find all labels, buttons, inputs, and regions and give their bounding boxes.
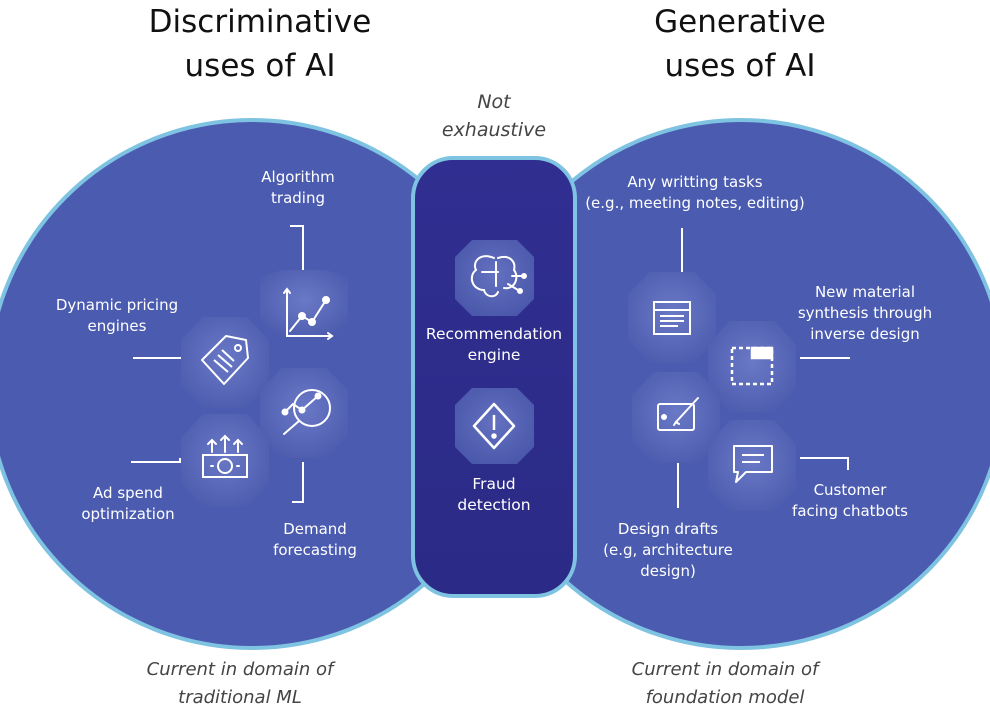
label-chatbots: Customer facing chatbots — [792, 481, 908, 520]
document-icon — [653, 301, 691, 335]
drawing-tablet-icon — [657, 397, 699, 431]
label-fraud: Fraud detection — [457, 475, 531, 514]
price-tag-icon — [201, 335, 249, 385]
hex-chatbots — [708, 420, 796, 511]
not-exhaustive-note: Not exhaustive — [441, 91, 547, 141]
hex-algorithm-trading — [260, 270, 348, 340]
brain-circuit-icon — [470, 255, 527, 298]
money-growth-icon — [202, 434, 248, 478]
hex-ad-spend — [181, 414, 269, 507]
generative-title: Generative uses of AI — [654, 4, 826, 84]
label-dynamic-pricing: Dynamic pricing engines — [55, 296, 179, 335]
label-algorithm-trading: Algorithm trading — [261, 168, 335, 207]
hex-dynamic-pricing — [181, 317, 269, 408]
hex-fraud — [455, 388, 534, 464]
generative-footer: Current in domain of foundation model — [631, 659, 819, 708]
label-demand-forecasting: Demand forecasting — [273, 520, 357, 559]
hex-recommendation — [455, 240, 534, 316]
label-recommendation: Recommendation engine — [425, 325, 563, 364]
label-writing-tasks: Any writting tasks (e.g., meeting notes,… — [585, 173, 805, 212]
discriminative-footer: Current in domain of traditional ML — [146, 659, 334, 708]
hex-demand-forecasting — [260, 368, 348, 458]
chat-icon — [733, 445, 773, 483]
label-ad-spend: Ad spend optimization — [81, 484, 175, 523]
warning-icon — [472, 402, 516, 450]
left-connectors — [131, 225, 304, 503]
right-connectors — [677, 228, 850, 508]
label-design-drafts: Design drafts (e.g, architecture design) — [603, 520, 733, 580]
dashed-frame-icon — [730, 346, 774, 386]
label-material-synthesis: New material synthesis through inverse d… — [797, 283, 933, 343]
hex-writing-tasks — [628, 272, 716, 363]
hex-material-synthesis — [708, 321, 796, 412]
line-chart-icon — [283, 287, 334, 340]
magnifier-chart-icon — [281, 389, 331, 435]
overlap-panel — [411, 156, 577, 598]
discriminative-title: Discriminative uses of AI — [148, 4, 372, 84]
hex-design-drafts — [632, 372, 720, 463]
